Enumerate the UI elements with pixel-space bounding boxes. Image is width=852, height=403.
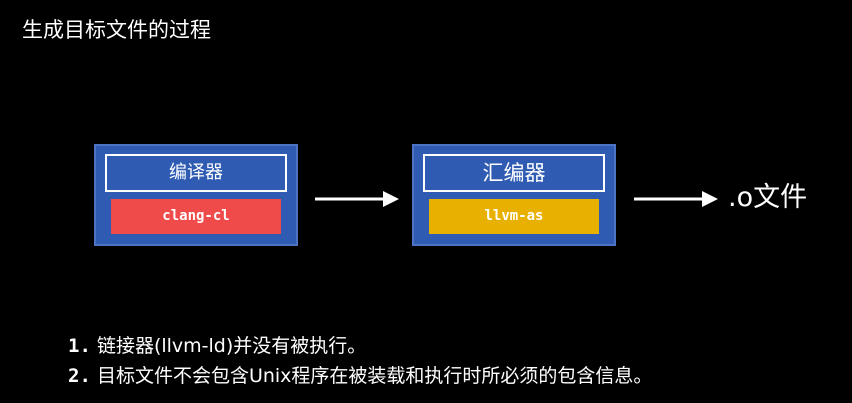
note-number: 1.: [68, 335, 91, 357]
arrow-right-icon: [315, 191, 399, 207]
note-item: 2. 目标文件不会包含Unix程序在被装载和执行时所必须的包含信息。: [68, 361, 652, 391]
assembler-label: 汇编器: [423, 154, 605, 192]
output-object-file: .o文件: [728, 182, 808, 213]
compiler-tool: clang-cl: [111, 199, 281, 234]
assembler-tool: llvm-as: [429, 199, 599, 234]
note-text: 目标文件不会包含Unix程序在被装载和执行时所必须的包含信息。: [96, 365, 653, 387]
compiler-label: 编译器: [105, 154, 287, 192]
assembler-block: 汇编器 llvm-as: [412, 144, 616, 246]
note-number: 2.: [68, 365, 91, 387]
note-text: 链接器(llvm-ld)并没有被执行。: [96, 335, 367, 357]
note-item: 1. 链接器(llvm-ld)并没有被执行。: [68, 331, 652, 361]
compiler-block: 编译器 clang-cl: [94, 144, 298, 246]
notes-list: 1. 链接器(llvm-ld)并没有被执行。 2. 目标文件不会包含Unix程序…: [68, 331, 652, 391]
slide-title: 生成目标文件的过程: [22, 18, 211, 42]
arrow-right-icon: [634, 191, 718, 207]
